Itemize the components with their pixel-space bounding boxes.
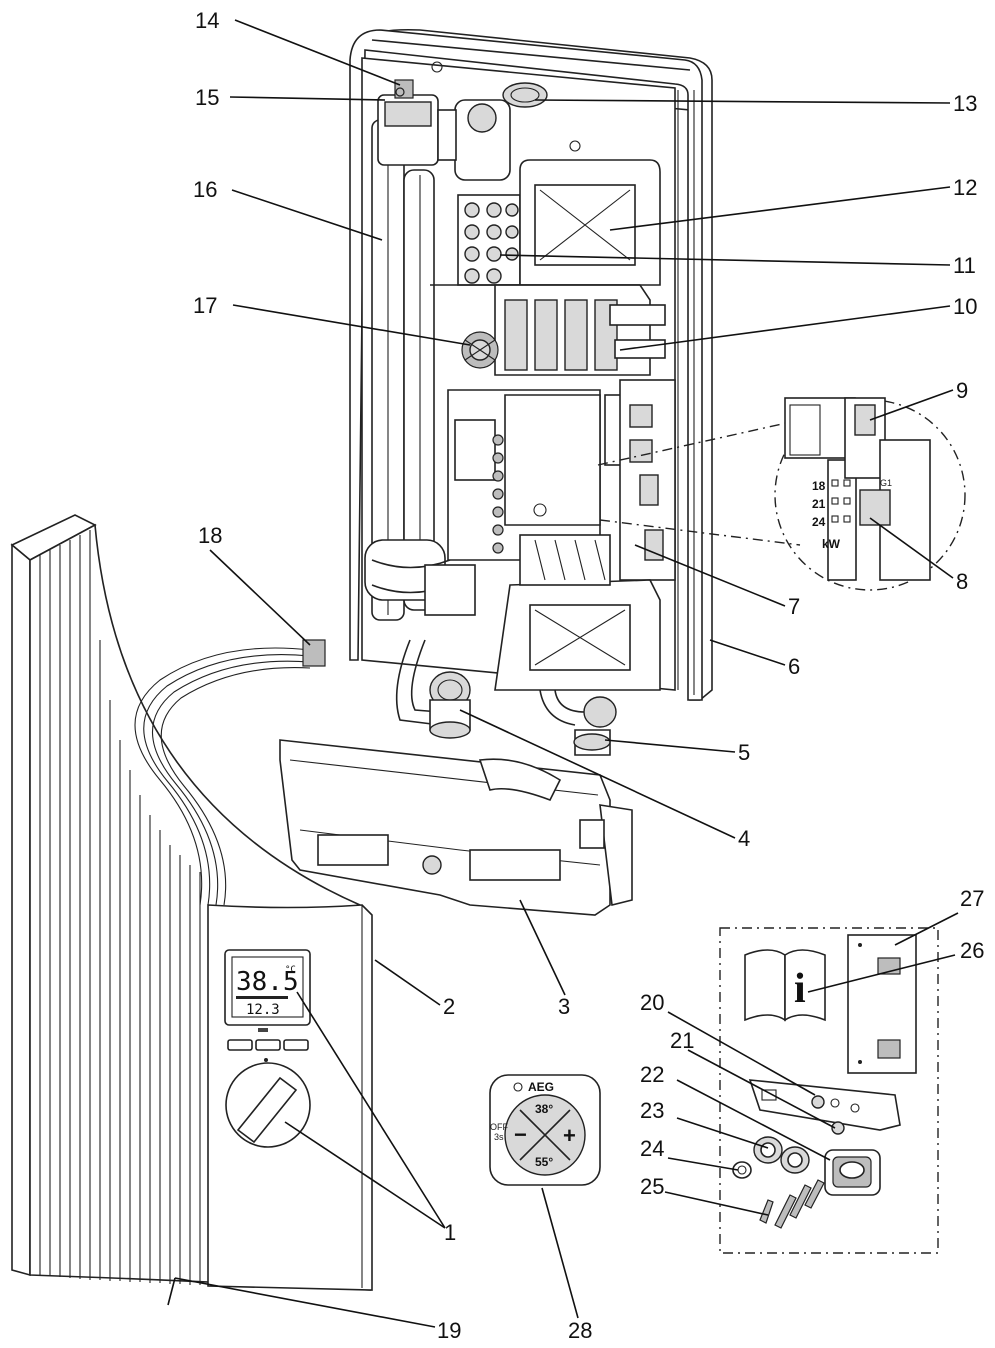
power-option-21: 21 — [812, 497, 826, 511]
heating-element — [364, 119, 476, 621]
callout-14: 14 — [195, 8, 219, 33]
cover-ribs — [39, 530, 201, 1285]
callout-13: 13 — [953, 91, 977, 116]
callout-17: 17 — [193, 293, 217, 318]
mounting-rail — [748, 1079, 901, 1135]
callout-4: 4 — [738, 826, 750, 851]
callout-15: 15 — [195, 85, 219, 110]
power-selector-inset: G1 18 21 24 kW — [597, 397, 966, 591]
callout-5: 5 — [738, 740, 750, 765]
display-temperature: 38.5 — [236, 967, 299, 997]
electronics-module — [447, 379, 676, 581]
remote-temp-lower[interactable]: 55° — [535, 1155, 553, 1169]
safety-cutout-relays — [430, 284, 666, 376]
remote-control: AEG 38° 55° − + OFF 3s — [489, 1074, 601, 1186]
cable-grommet — [824, 1149, 881, 1196]
callout-27: 27 — [960, 886, 984, 911]
callout-3: 3 — [558, 994, 570, 1019]
callout-19: 19 — [437, 1318, 461, 1343]
water-connections — [395, 639, 617, 756]
display-secondary: 12.3 — [246, 1002, 280, 1018]
callout-8: 8 — [956, 569, 968, 594]
temperature-sensor — [461, 331, 499, 369]
bottom-cover — [279, 739, 633, 916]
remote-plus-button[interactable]: + — [563, 1123, 576, 1148]
callout-28: 28 — [568, 1318, 592, 1343]
callout-16: 16 — [193, 177, 217, 202]
remote-temp-upper[interactable]: 38° — [535, 1102, 553, 1116]
cable-entry-cover — [519, 159, 661, 286]
lower-cable-cover — [494, 534, 661, 691]
terminal-block — [457, 194, 521, 286]
cover-buttons — [227, 1039, 309, 1051]
callout-1: 1 — [444, 1220, 456, 1245]
remote-minus-button[interactable]: − — [514, 1122, 527, 1147]
callout-12: 12 — [953, 175, 977, 200]
screws-and-dowels — [759, 1179, 825, 1229]
info-icon: i — [794, 966, 806, 1012]
callout-18: 18 — [198, 523, 222, 548]
device-display: 38.5 °C 12.3 — [224, 949, 311, 1032]
accessory-kit: i — [719, 927, 939, 1254]
callout-6: 6 — [788, 654, 800, 679]
callout-24: 24 — [640, 1136, 664, 1161]
manual-book-icon: i — [744, 949, 826, 1022]
callout-25: 25 — [640, 1174, 664, 1199]
callout-11: 11 — [953, 253, 976, 278]
remote-off-label: OFF — [490, 1122, 508, 1132]
remote-brand: AEG — [528, 1080, 554, 1094]
display-unit: °C — [285, 965, 296, 975]
power-option-24: 24 — [812, 515, 826, 529]
power-option-18: 18 — [812, 479, 826, 493]
kw-selector-labels: 18 21 24 kW — [812, 479, 841, 551]
callout-26: 26 — [960, 938, 984, 963]
cover-button-left[interactable] — [227, 1039, 253, 1051]
remote-off-sub-label: 3s — [494, 1132, 504, 1142]
callout-22: 22 — [640, 1062, 664, 1087]
flow-sensor-assembly — [377, 79, 548, 181]
power-unit-kw: kW — [822, 537, 841, 551]
callout-2: 2 — [443, 994, 455, 1019]
callout-10: 10 — [953, 294, 977, 319]
cover-button-right[interactable] — [283, 1039, 309, 1051]
svg-text:G1: G1 — [880, 478, 892, 488]
leader-lines — [167, 19, 959, 1328]
callout-7: 7 — [788, 594, 800, 619]
rating-plate — [847, 934, 917, 1074]
cover-button-middle[interactable] — [255, 1039, 281, 1051]
front-cover: 38.5 °C 12.3 — [10, 514, 373, 1291]
callout-21: 21 — [670, 1028, 694, 1053]
callout-labels: 14 15 13 16 12 11 17 10 9 18 8 7 6 5 4 2… — [193, 8, 984, 1343]
callout-20: 20 — [640, 990, 664, 1015]
callout-9: 9 — [956, 378, 968, 403]
ribbon-cable — [134, 639, 326, 906]
temperature-knob[interactable] — [225, 1058, 311, 1148]
callout-23: 23 — [640, 1098, 664, 1123]
